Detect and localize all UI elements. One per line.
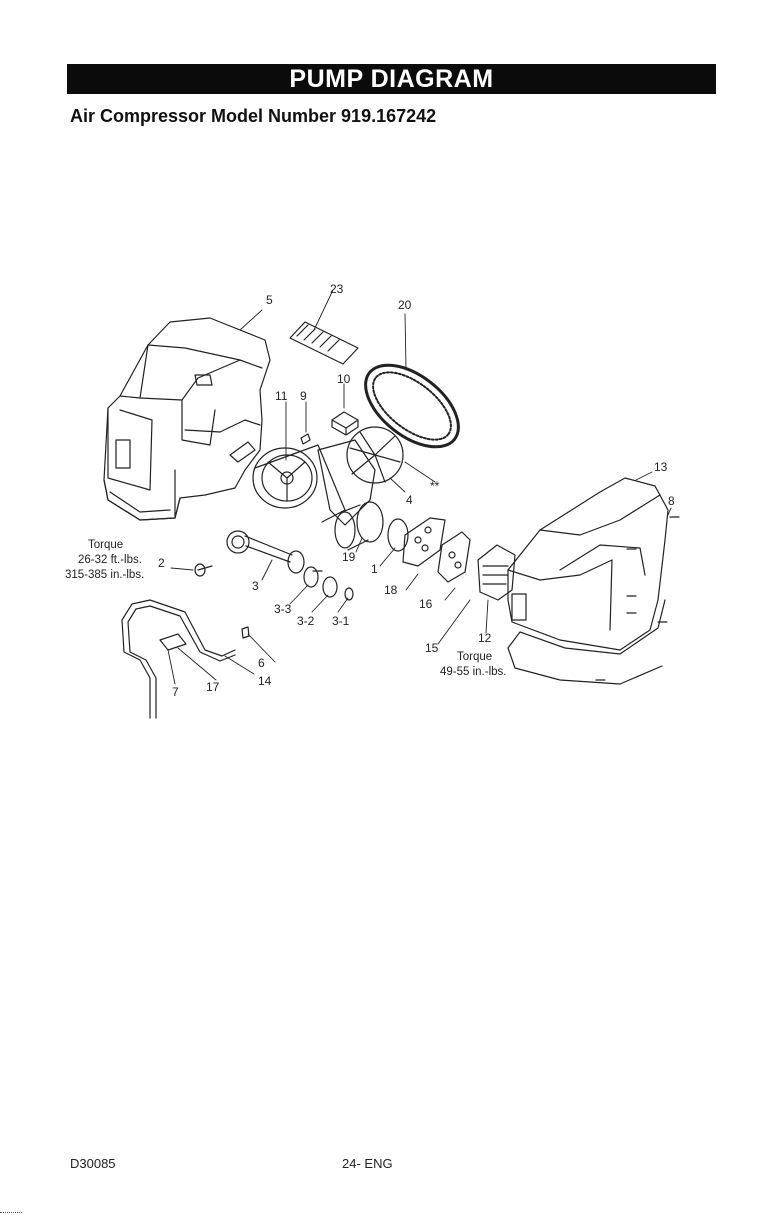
part-10 <box>332 412 358 435</box>
torque-bolt-line2: 315-385 in.-lbs. <box>65 569 144 581</box>
ring-3-3 <box>304 567 318 587</box>
callout-12: 12 <box>478 631 492 645</box>
vent-part <box>290 322 358 364</box>
torque-bolt-label: Torque <box>88 539 123 551</box>
callout-17: 17 <box>206 680 220 694</box>
fitting-part-6 <box>242 627 249 638</box>
outlet-tube-part <box>122 600 235 718</box>
callout-20: 20 <box>398 298 412 312</box>
callout-23: 23 <box>330 282 344 296</box>
callout-3-2: 3-2 <box>297 614 315 628</box>
belt-guard-left-part <box>104 318 270 520</box>
torque-bolt-line1: 26-32 ft.-lbs. <box>78 554 142 566</box>
callout-7: 7 <box>172 685 179 699</box>
callout-18: 18 <box>384 583 398 597</box>
callout-star: ** <box>430 479 440 493</box>
valve-plate-part <box>403 518 445 566</box>
bottom-divider <box>0 1212 22 1213</box>
callout-15: 15 <box>425 641 439 655</box>
callout-6: 6 <box>258 656 265 670</box>
callout-3-1: 3-1 <box>332 614 350 628</box>
callout-9: 9 <box>300 389 307 403</box>
callout-2: 2 <box>158 556 165 570</box>
torque-head-line1: 49-55 in.-lbs. <box>440 666 506 678</box>
document-code: D30085 <box>70 1156 116 1171</box>
part-9 <box>301 434 310 444</box>
bolt-part <box>195 564 212 576</box>
callout-10: 10 <box>337 372 351 386</box>
torque-head-label: Torque <box>457 651 492 663</box>
cylinder-head-part <box>478 545 515 600</box>
callout-8: 8 <box>668 494 675 508</box>
gasket-part <box>438 532 470 582</box>
callout-5: 5 <box>266 293 273 307</box>
outlet-tube-part-inner <box>128 606 235 718</box>
callout-3: 3 <box>252 579 259 593</box>
cylinder-part <box>335 502 383 550</box>
callout-11: 11 <box>275 389 288 403</box>
ring-3-2 <box>323 577 337 597</box>
callout-19: 19 <box>342 550 356 564</box>
callout-1: 1 <box>371 562 378 576</box>
shroud-right-part <box>508 478 668 684</box>
ring-3-1 <box>345 588 353 600</box>
page-number: 24- ENG <box>342 1156 393 1171</box>
callout-13: 13 <box>654 460 668 474</box>
callout-16: 16 <box>419 597 433 611</box>
connecting-rod-part <box>227 531 304 573</box>
callout-14: 14 <box>258 674 272 688</box>
callout-4: 4 <box>406 493 413 507</box>
callout-3-3: 3-3 <box>274 602 292 616</box>
